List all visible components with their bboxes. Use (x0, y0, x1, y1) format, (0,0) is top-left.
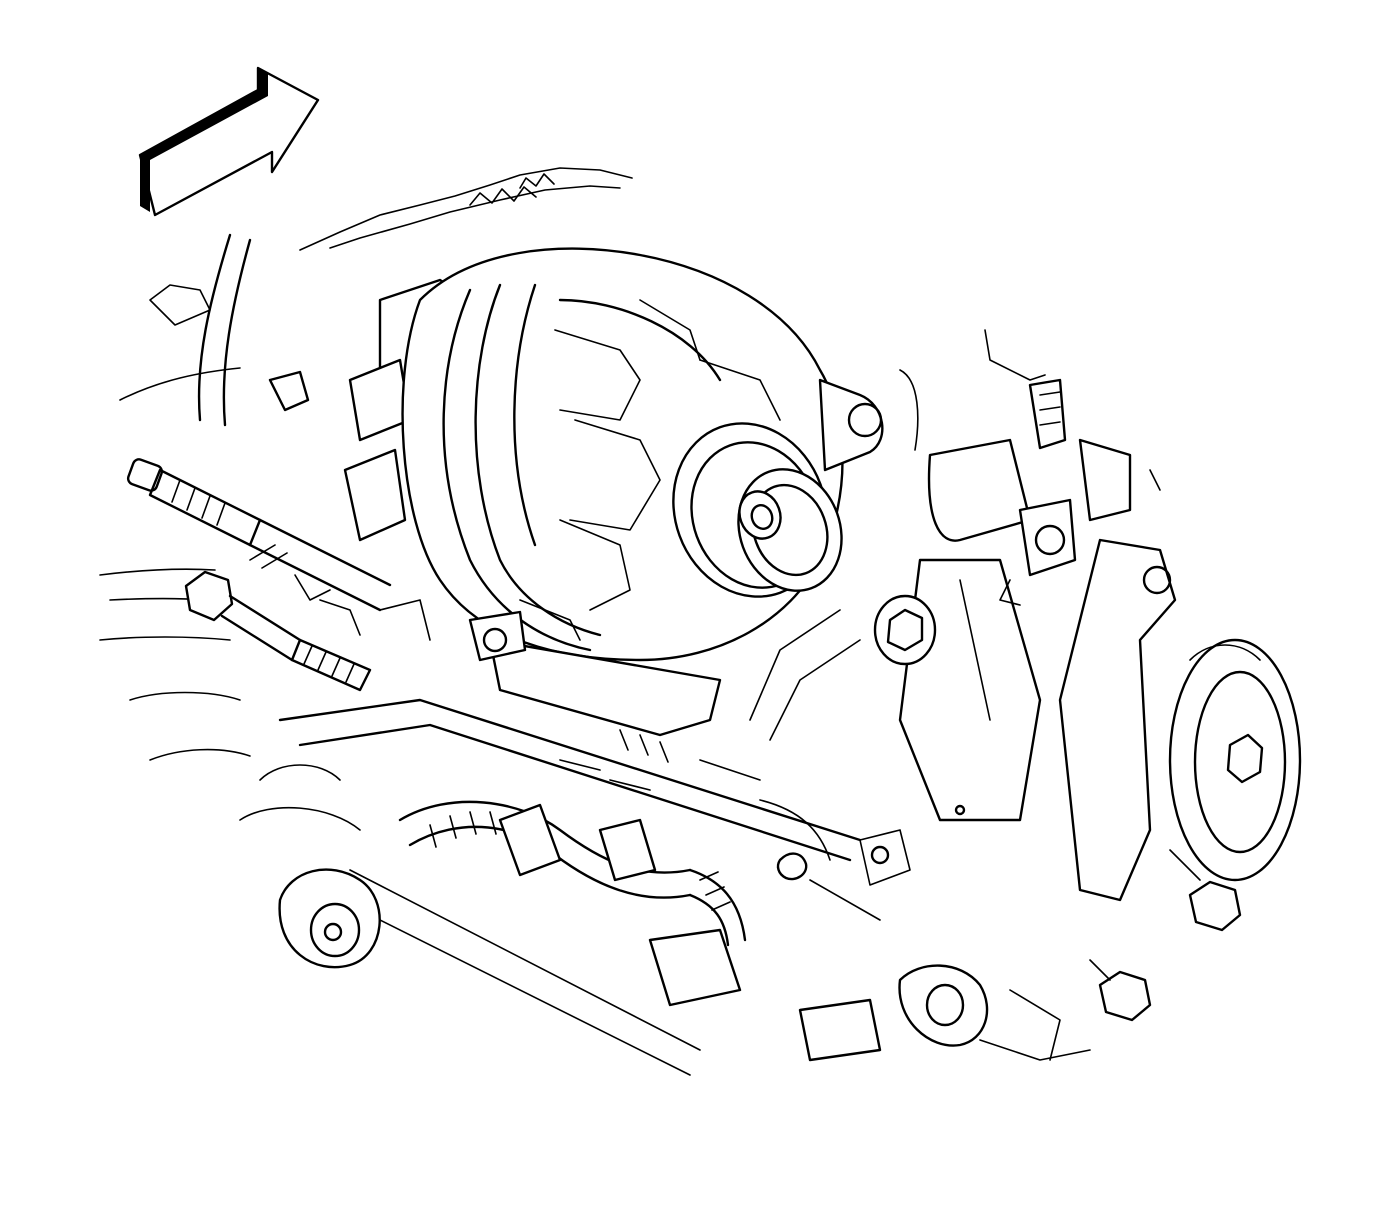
engine-block-right (749, 329, 1177, 902)
wiring-harness (398, 799, 1091, 1062)
direction-arrow-icon (138, 66, 320, 217)
crank-pulley (1168, 638, 1302, 882)
detail-strokes (249, 469, 1161, 791)
lower-mount-boss (239, 764, 381, 969)
mounting-stud (126, 458, 392, 612)
generator-pulley (672, 422, 843, 598)
bracket-bolts (1089, 849, 1242, 1022)
upper-engine-outline (299, 167, 633, 251)
mounting-bolt (184, 570, 372, 692)
left-hoses (99, 233, 310, 761)
engine-rail (278, 698, 911, 1076)
